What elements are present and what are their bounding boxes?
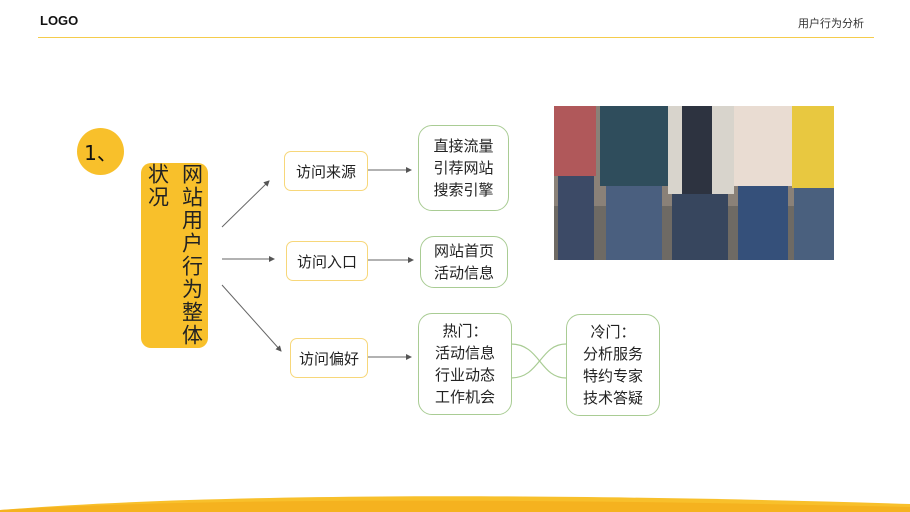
branch-box-entry: 访问入口 (286, 241, 368, 281)
arrow-to-source (221, 180, 270, 228)
list-item: 特约专家 (582, 367, 643, 385)
branch-box-preference: 访问偏好 (290, 338, 368, 378)
branch-label-preference: 访问偏好 (298, 349, 359, 368)
bottom-wave-decoration (0, 496, 910, 512)
list-item: 网站首页 (433, 242, 494, 260)
branch-label-entry: 访问入口 (296, 252, 357, 271)
people-photo (554, 106, 834, 260)
logo: LOGO (40, 13, 79, 28)
section-number: 1、 (84, 141, 117, 165)
arrow-to-preference (221, 284, 282, 352)
main-topic-label: 网站用户行为整体状况 (145, 163, 204, 347)
main-topic-block: 网站用户行为整体状况 (141, 163, 208, 348)
section-number-badge: 1、 (77, 128, 124, 175)
list-item: 技术答疑 (582, 389, 643, 407)
list-item: 活动信息 (434, 344, 495, 362)
list-item: 搜索引擎 (433, 181, 494, 199)
entry-items-box: 网站首页 活动信息 (420, 236, 508, 288)
header-divider (38, 37, 874, 38)
hot-items-box: 热门： 活动信息 行业动态 工作机会 (418, 313, 512, 415)
branch-label-source: 访问来源 (295, 162, 356, 181)
list-item: 活动信息 (433, 264, 494, 282)
list-item: 热门： (442, 322, 488, 340)
cold-items-box: 冷门： 分析服务 特约专家 技术答疑 (566, 314, 660, 416)
list-item: 工作机会 (434, 388, 495, 406)
cross-link-curve-1 (510, 343, 567, 379)
branch-box-source: 访问来源 (284, 151, 368, 191)
list-item: 直接流量 (433, 137, 494, 155)
list-item: 行业动态 (434, 366, 495, 384)
source-items-box: 直接流量 引荐网站 搜索引擎 (418, 125, 509, 211)
header-title: 用户行为分析 (798, 17, 864, 30)
list-item: 引荐网站 (433, 159, 494, 177)
list-item: 冷门： (590, 323, 636, 341)
list-item: 分析服务 (582, 345, 643, 363)
cross-link-curve-2 (510, 343, 567, 379)
